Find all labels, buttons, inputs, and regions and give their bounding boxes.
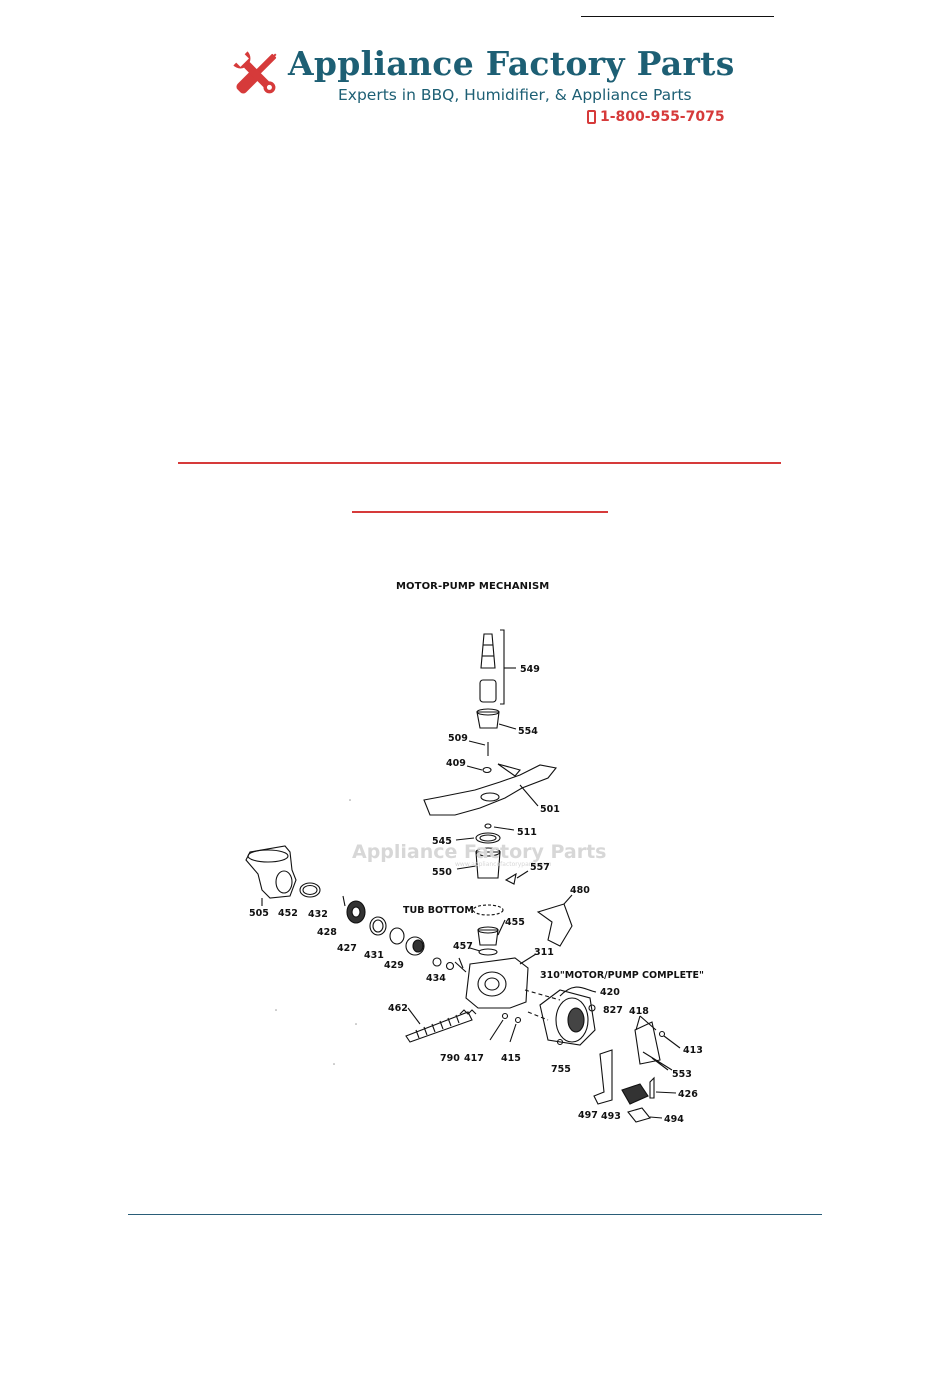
assembly-label: 310"MOTOR/PUMP COMPLETE" <box>540 970 704 981</box>
phone-icon <box>587 110 596 124</box>
part-label: 457 <box>453 941 473 952</box>
part-label: 549 <box>520 664 540 675</box>
part-label: 494 <box>664 1114 684 1125</box>
red-divider-short <box>352 511 608 513</box>
part-label: 505 <box>249 908 269 919</box>
part-label: 415 <box>501 1053 521 1064</box>
part-label: 432 <box>308 909 328 920</box>
diagram-title: MOTOR-PUMP MECHANISM <box>396 581 550 592</box>
part-label: 462 <box>388 1003 408 1014</box>
part-label: 480 <box>570 885 590 896</box>
part-label: 311 <box>534 947 554 958</box>
part-label: 420 <box>600 987 620 998</box>
top-rule <box>581 16 774 17</box>
brand-tagline: Experts in BBQ, Humidifier, & Appliance … <box>338 86 692 104</box>
brand-name: Appliance Factory Parts <box>288 44 735 83</box>
part-label: 428 <box>317 927 337 938</box>
watermark-url: www.appliancefactoryparts.com <box>455 861 552 868</box>
part-label: 429 <box>384 960 404 971</box>
part-label: 509 <box>448 733 468 744</box>
part-label: 497 <box>578 1110 598 1121</box>
part-label: 755 <box>551 1064 571 1075</box>
part-label: 427 <box>337 943 357 954</box>
part-label: 557 <box>530 862 550 873</box>
part-label: 493 <box>601 1111 621 1122</box>
part-label: 409 <box>446 758 466 769</box>
tub-bottom-label: TUB BOTTOM <box>403 905 474 916</box>
part-label: 434 <box>426 973 446 984</box>
part-label: 452 <box>278 908 298 919</box>
part-label: 550 <box>432 867 452 878</box>
part-label: 413 <box>683 1045 703 1056</box>
phone-number[interactable]: 1-800-955-7075 <box>600 109 725 125</box>
part-label: 545 <box>432 836 452 847</box>
red-divider-long <box>178 462 781 464</box>
part-label: 790 <box>440 1053 460 1064</box>
part-label: 417 <box>464 1053 484 1064</box>
watermark-text: Appliance Factory Parts <box>352 841 607 863</box>
part-label: 553 <box>672 1069 692 1080</box>
part-labels: 549 554 509 409 501 511 545 557 550 480 … <box>249 664 704 1125</box>
part-label: 431 <box>364 950 384 961</box>
footer-rule <box>128 1214 822 1215</box>
part-label: 501 <box>540 804 560 815</box>
part-label: 511 <box>517 827 537 838</box>
wrench-screwdriver-icon <box>233 51 277 94</box>
part-label: 554 <box>518 726 538 737</box>
part-label: 827 <box>603 1005 623 1016</box>
part-label: 455 <box>505 917 525 928</box>
part-label: 418 <box>629 1006 649 1017</box>
part-label: 426 <box>678 1089 698 1100</box>
